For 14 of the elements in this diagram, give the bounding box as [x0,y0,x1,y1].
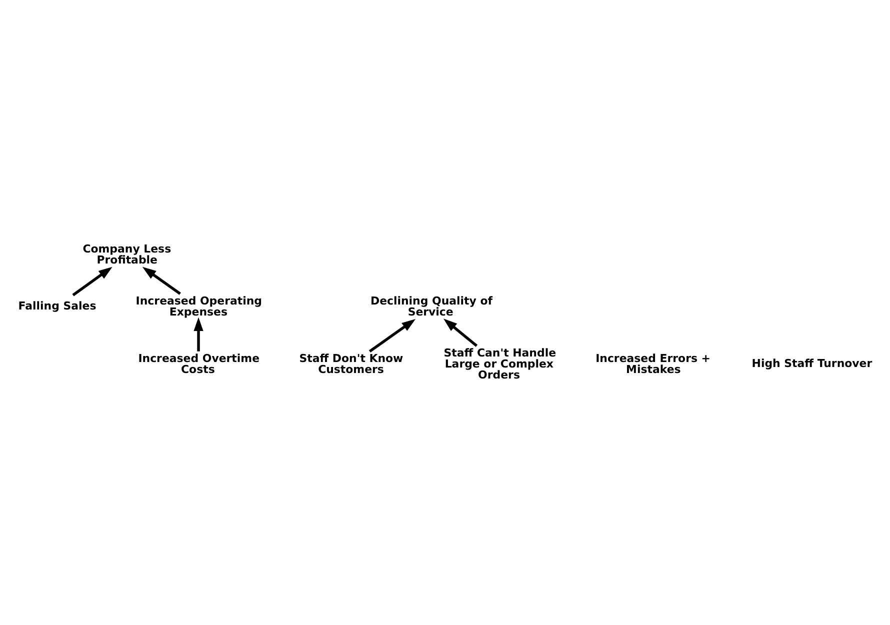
arrow [368,318,416,352]
node-text: High Staff Turnover [752,356,872,370]
arrow [194,316,204,351]
node-text: Staff Can't Handle Large or Complex Orders [444,346,556,382]
arrow [72,266,112,296]
arrow [142,266,181,294]
node-text: Declining Quality of Service [370,294,492,318]
node-text: Company Less Profitable [82,242,172,266]
node-text: Increased Operating Expenses [136,294,262,318]
node-text: Increased Overtime Costs [138,352,260,376]
node-text: Falling Sales [18,298,96,312]
node-text: Staff Don't Know Customers [299,352,404,376]
arrow [443,318,478,346]
node-text: Increased Errors + Mistakes [596,352,710,376]
